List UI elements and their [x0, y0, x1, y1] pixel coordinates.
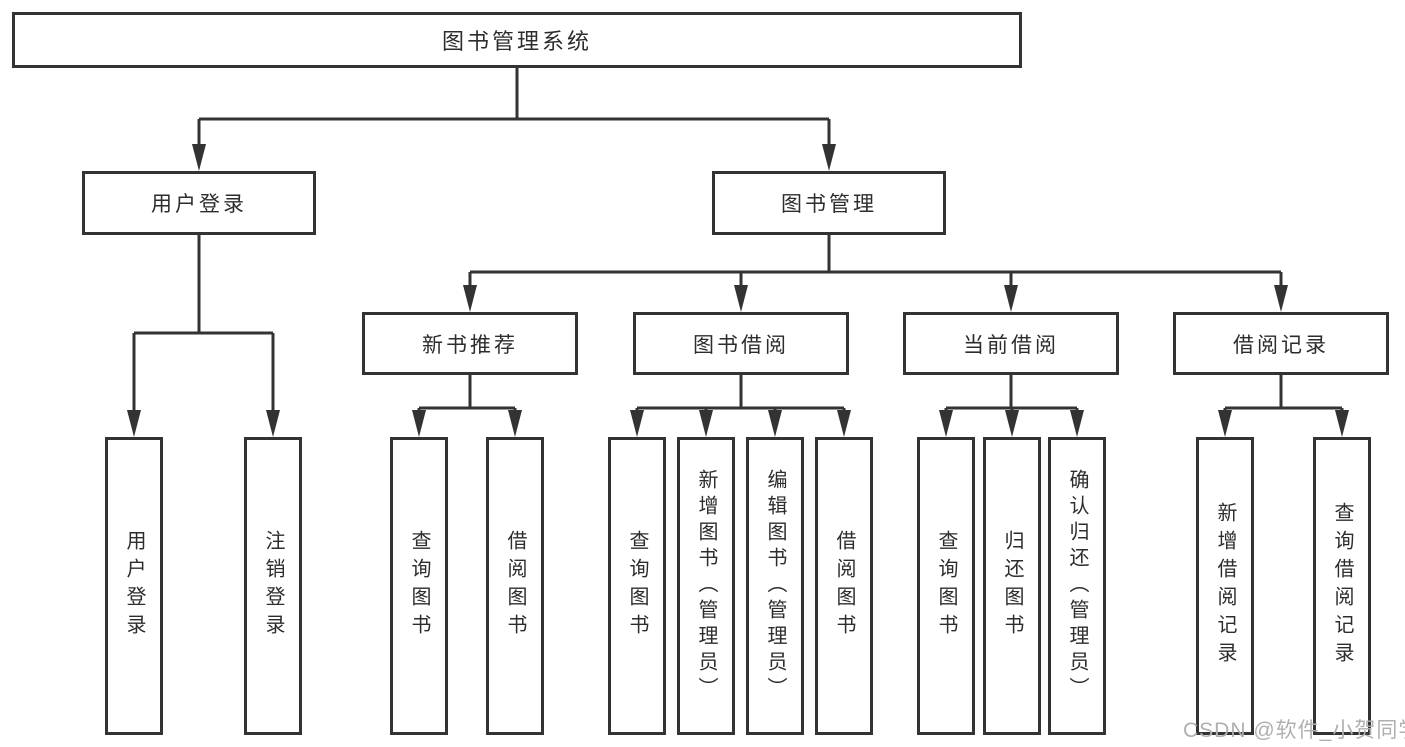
leaf-current-query-books: 查询图书	[917, 437, 975, 735]
connector-root-to-level2	[197, 68, 831, 146]
node-new-book-recommend: 新书推荐	[362, 312, 578, 375]
leaf-user-login: 用户登录	[105, 437, 163, 735]
leaf-records-query-record: 查询借阅记录	[1313, 437, 1371, 735]
leaf-borrow-add-books-admin: 新增图书（管理员）	[677, 437, 735, 735]
leaf-current-confirm-return-admin: 确认归还（管理员）	[1048, 437, 1106, 735]
leaf-borrow-query-books: 查询图书	[608, 437, 666, 735]
arrowheads-level2	[192, 144, 836, 171]
node-book-borrow: 图书借阅	[633, 312, 849, 375]
arrowheads-level3	[463, 285, 1288, 312]
connector-level3-to-leaves	[417, 375, 1344, 412]
node-borrow-records: 借阅记录	[1173, 312, 1389, 375]
arrowheads-login-leaves	[127, 410, 280, 437]
node-book-management: 图书管理	[712, 171, 946, 235]
leaf-newbooks-query-books: 查询图书	[390, 437, 448, 735]
leaf-borrow-edit-books-admin: 编辑图书（管理员）	[746, 437, 804, 735]
csdn-watermark: CSDN @软件_小贺同学	[1183, 719, 1405, 742]
arrowheads-leaves	[412, 410, 1349, 437]
leaf-current-return-books: 归还图书	[983, 437, 1041, 735]
connector-login-to-leaves	[132, 235, 275, 412]
node-system-root: 图书管理系统	[12, 12, 1022, 68]
connector-management-to-level3	[468, 235, 1283, 287]
leaf-records-add-record: 新增借阅记录	[1196, 437, 1254, 735]
node-current-borrow: 当前借阅	[903, 312, 1119, 375]
node-user-login: 用户登录	[82, 171, 316, 235]
leaf-newbooks-borrow-books: 借阅图书	[486, 437, 544, 735]
leaf-borrow-borrow-books: 借阅图书	[815, 437, 873, 735]
leaf-logout: 注销登录	[244, 437, 302, 735]
